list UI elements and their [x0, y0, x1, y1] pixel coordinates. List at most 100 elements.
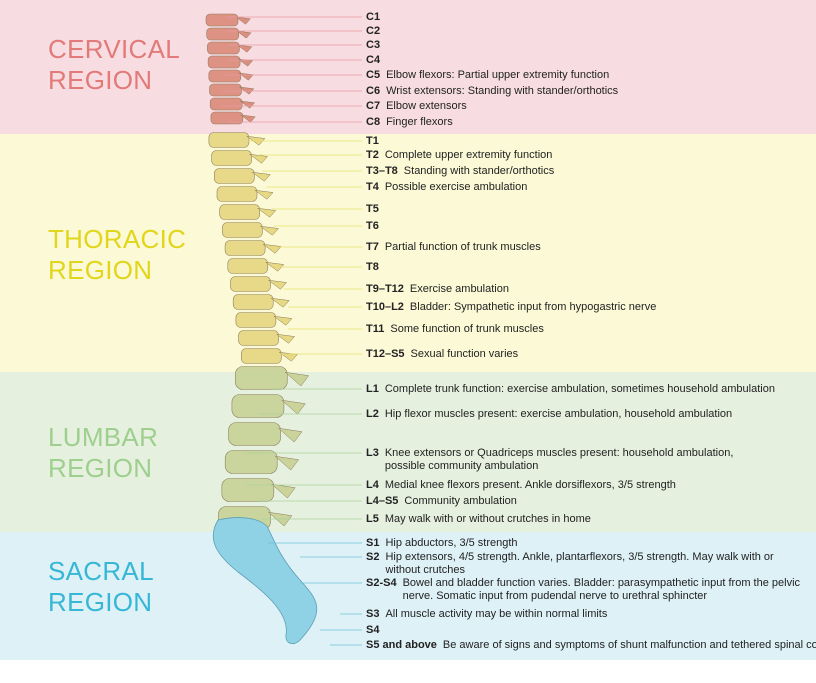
level-label: C2: [366, 25, 386, 38]
level-code: T4: [366, 181, 379, 193]
level-code: C4: [366, 54, 381, 66]
thoracic-vertebra-process-13: [256, 207, 277, 218]
cervical-vertebra-4: [207, 55, 241, 69]
level-description: Hip flexor muscles present: exercise amb…: [384, 408, 733, 420]
level-code: T7: [366, 241, 379, 253]
level-description: Finger flexors: [386, 116, 453, 128]
level-description: All muscle activity may be within normal…: [385, 608, 608, 620]
level-description: Medial knee flexors present. Ankle dorsi…: [384, 479, 676, 491]
thoracic-vertebra-13: [219, 204, 260, 220]
level-description: Complete trunk function: exercise ambula…: [384, 383, 775, 395]
lumbar-title-line2: REGION: [48, 453, 153, 483]
level-code: L4–S5: [366, 495, 399, 507]
level-code: L4: [366, 479, 379, 491]
thoracic-vertebra-16: [227, 258, 269, 274]
cervical-vertebra-process-2: [235, 30, 252, 39]
level-label: C5 Elbow flexors: Partial upper extremity…: [366, 69, 609, 82]
level-label: T1: [366, 135, 385, 148]
level-description: Possible exercise ambulation: [384, 181, 528, 193]
thoracic-vertebra-18: [232, 294, 274, 310]
level-description: Bowel and bladder function varies. Bladd…: [402, 577, 801, 602]
level-description: Elbow flexors: Partial upper extremity f…: [386, 69, 610, 81]
level-label: T6: [366, 220, 385, 233]
level-description: Bladder: Sympathetic input from hypogast…: [409, 301, 657, 313]
lumbar-vertebra-25: [224, 450, 278, 474]
level-code: S1: [366, 537, 380, 549]
level-label: C6 Wrist extensors: Standing with stander…: [366, 85, 618, 98]
level-label: C1: [366, 11, 386, 24]
lumbar-title-line1: LUMBAR: [48, 422, 159, 452]
level-description: Sexual function varies: [410, 348, 519, 360]
level-label: T10–L2 Bladder: Sympathetic input from hy…: [366, 301, 656, 314]
thoracic-vertebra-process-11: [251, 171, 271, 182]
level-code: S5 and above: [366, 639, 437, 651]
thoracic-vertebra-process-18: [270, 297, 290, 308]
level-code: T6: [366, 220, 379, 232]
thoracic-vertebra-process-19: [272, 315, 293, 326]
level-code: C3: [366, 39, 381, 51]
lumbar-vertebra-24: [228, 422, 281, 446]
level-description: Exercise ambulation: [409, 283, 509, 295]
level-label: C7 Elbow extensors: [366, 100, 467, 113]
lumbar-vertebra-process-22: [284, 371, 310, 387]
level-description: Some function of trunk muscles: [390, 323, 544, 335]
thoracic-vertebra-process-21: [278, 351, 298, 362]
level-label: C4: [366, 54, 386, 67]
thoracic-vertebra-12: [216, 186, 258, 202]
cervical-title-line2: REGION: [48, 65, 153, 95]
cervical-vertebra-process-3: [236, 44, 253, 53]
level-code: S3: [366, 608, 380, 620]
level-label: C3: [366, 39, 386, 52]
lumbar-vertebra-26: [221, 478, 275, 502]
level-code: C1: [366, 11, 381, 23]
thoracic-title-line1: THORACIC: [48, 224, 187, 254]
thoracic-vertebra-process-12: [254, 189, 274, 200]
level-label: S4: [366, 624, 385, 637]
cervical-band: [0, 0, 816, 134]
thoracic-region-title: THORACIC REGION: [48, 224, 186, 286]
level-code: L5: [366, 513, 379, 525]
sacral-title-line2: REGION: [48, 587, 153, 617]
level-description: Hip abductors, 3/5 strength: [385, 537, 518, 549]
level-label: T9–T12 Exercise ambulation: [366, 283, 509, 296]
level-code: T5: [366, 203, 379, 215]
lumbar-vertebra-process-25: [274, 455, 300, 471]
level-description: Wrist extensors: Standing with stander/o…: [386, 85, 619, 97]
level-label: C8 Finger flexors: [366, 116, 453, 129]
thoracic-vertebra-10: [211, 150, 252, 166]
lumbar-region-title: LUMBAR REGION: [48, 422, 158, 484]
cervical-vertebra-6: [209, 83, 242, 97]
level-description: Complete upper extremity function: [384, 149, 553, 161]
level-code: T10–L2: [366, 301, 404, 313]
level-label: T5: [366, 203, 385, 216]
level-description: Elbow extensors: [386, 100, 467, 112]
level-code: C7: [366, 100, 381, 112]
thoracic-vertebra-process-14: [259, 225, 279, 236]
level-description: Community ambulation: [404, 495, 517, 507]
thoracic-vertebra-process-20: [275, 333, 296, 344]
thoracic-vertebra-process-10: [248, 153, 269, 164]
lumbar-vertebra-process-23: [281, 399, 306, 415]
cervical-vertebra-1: [205, 13, 239, 27]
thoracic-vertebra-9: [208, 132, 250, 148]
thoracic-vertebra-21: [241, 348, 282, 364]
level-code: C8: [366, 116, 381, 128]
level-description: Partial function of trunk muscles: [384, 241, 541, 253]
level-code: C6: [366, 85, 381, 97]
level-label: L4–S5 Community ambulation: [366, 495, 517, 508]
thoracic-vertebra-process-15: [262, 243, 282, 254]
thoracic-title-line2: REGION: [48, 255, 153, 285]
level-code: T9–T12: [366, 283, 404, 295]
level-code: C5: [366, 69, 381, 81]
cervical-vertebra-process-1: [235, 16, 251, 25]
level-label: T7 Partial function of trunk muscles: [366, 241, 541, 254]
thoracic-vertebra-process-16: [264, 261, 285, 272]
